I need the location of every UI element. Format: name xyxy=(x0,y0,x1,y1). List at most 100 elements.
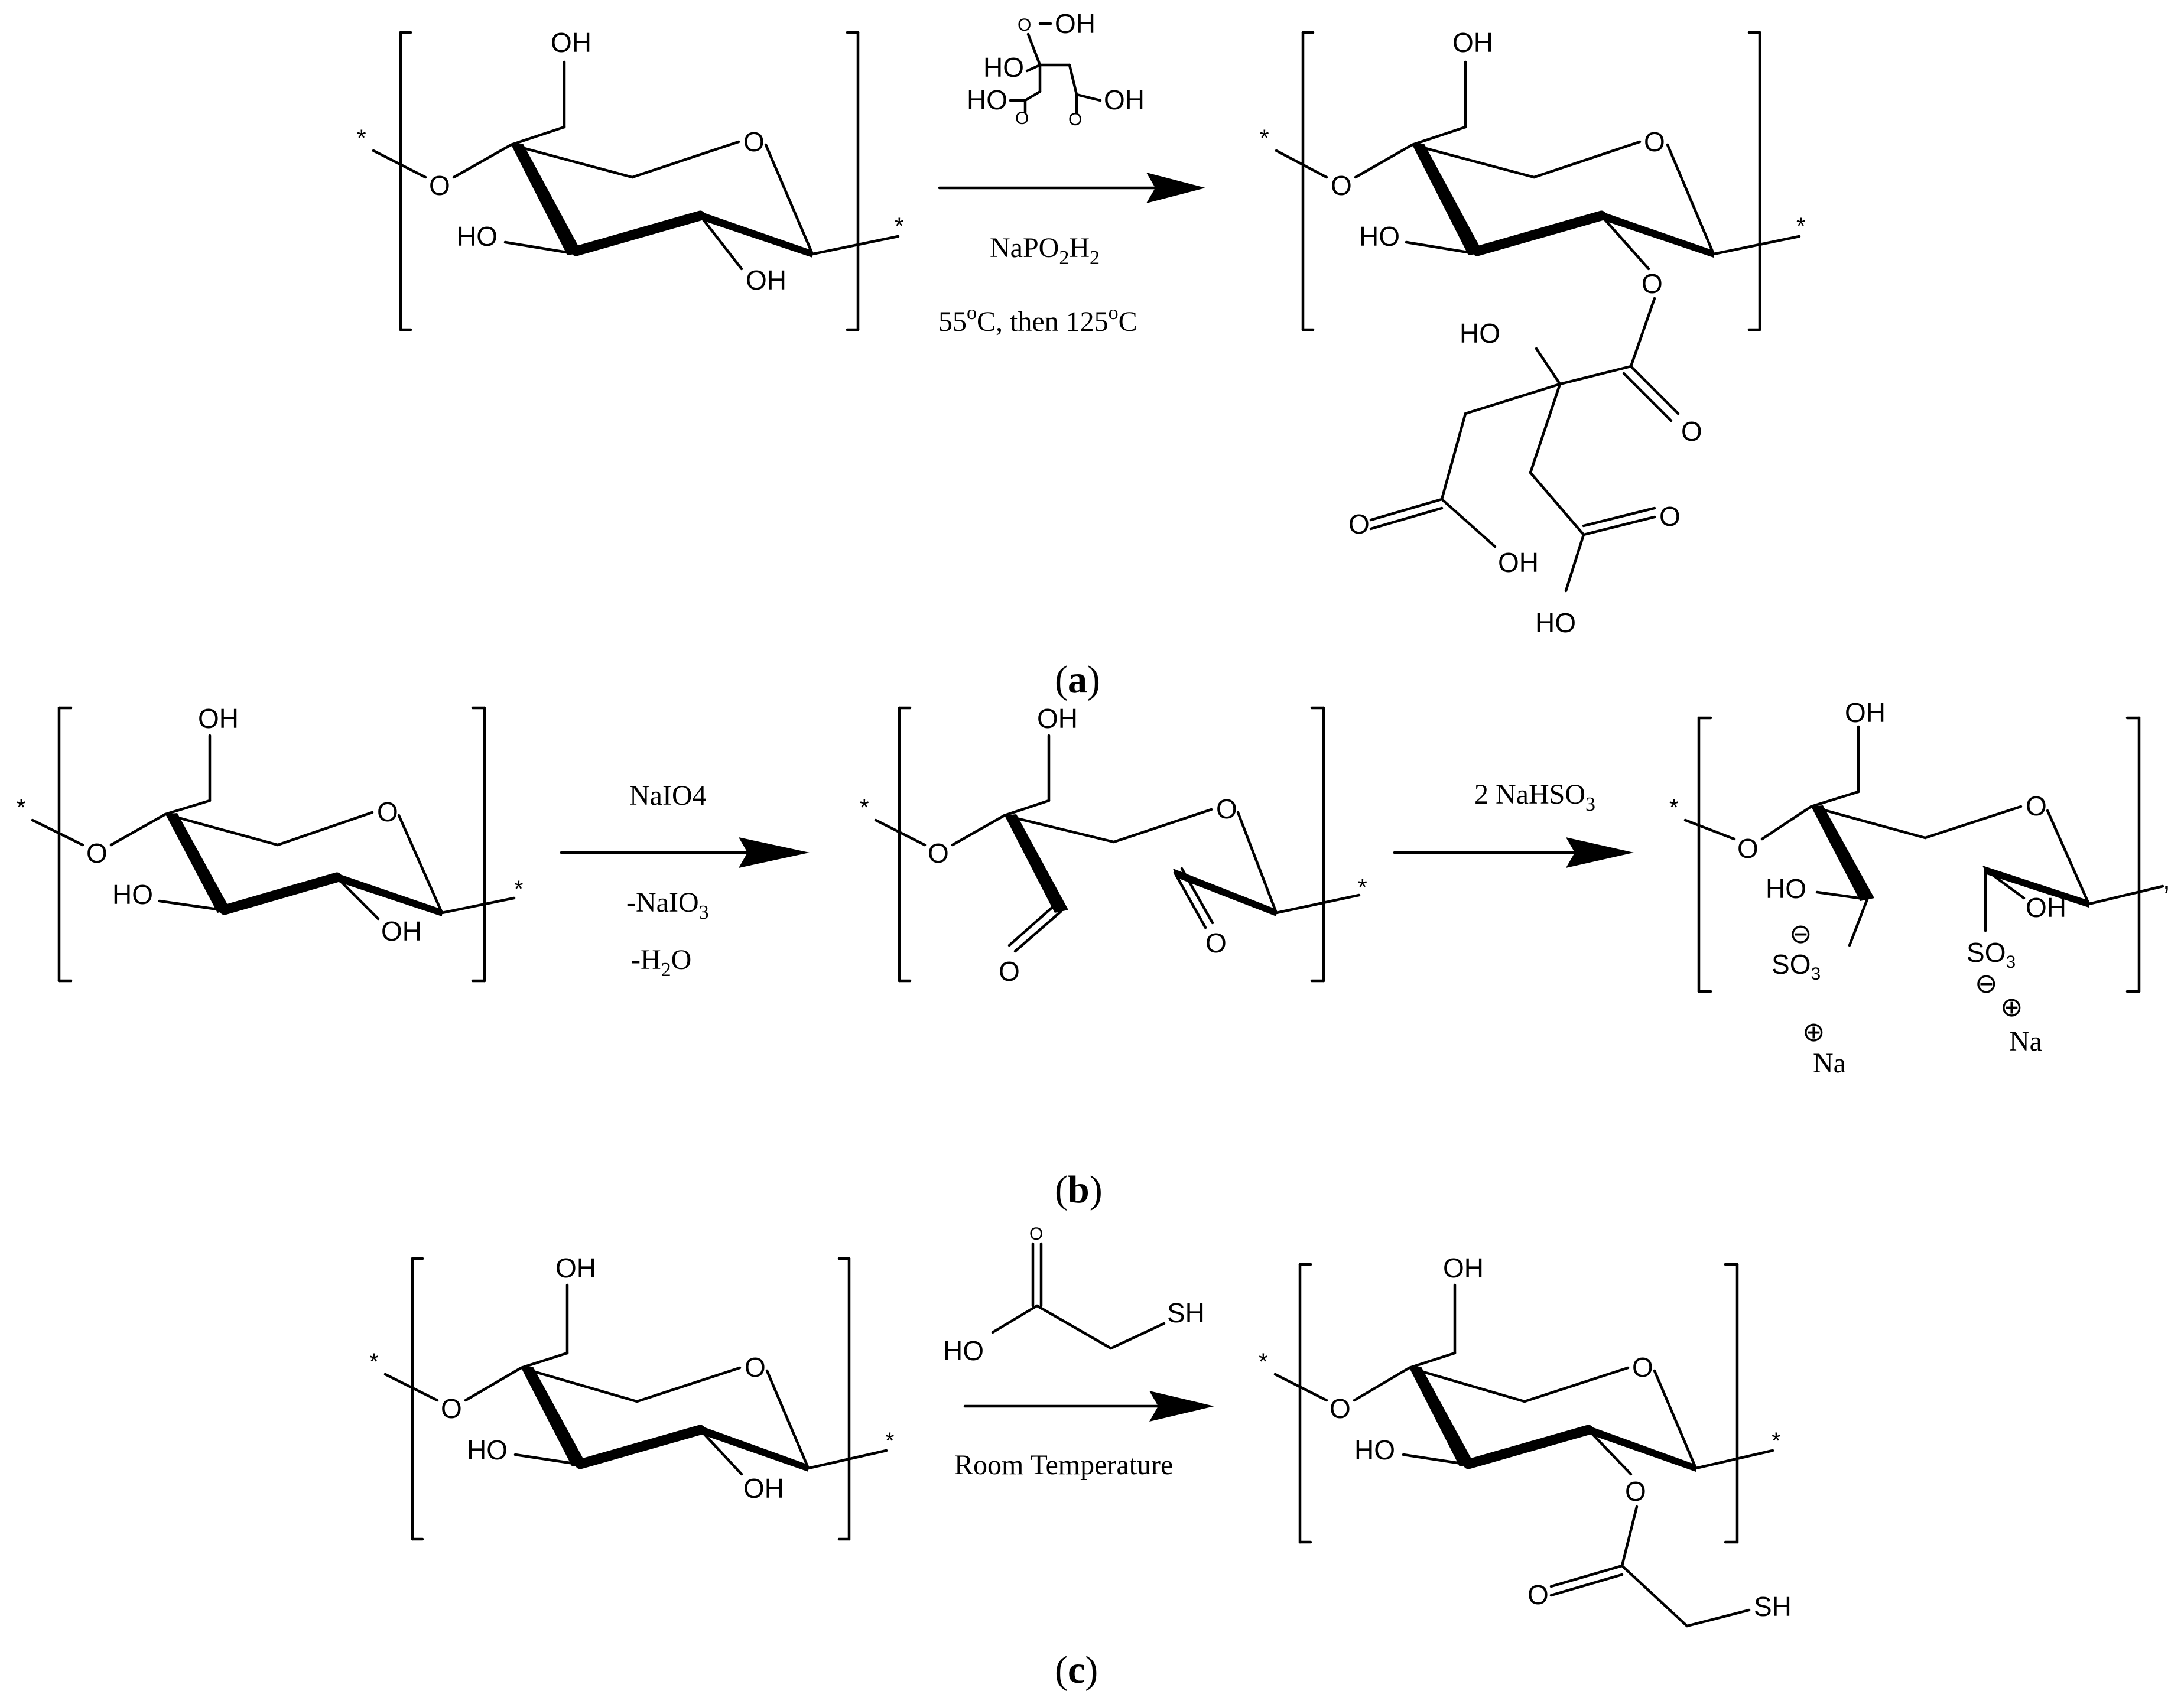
svg-text:O: O xyxy=(1681,416,1702,447)
svg-text:O: O xyxy=(1216,794,1237,824)
svg-text:O: O xyxy=(1528,1579,1549,1610)
svg-text:OH: OH xyxy=(1452,27,1493,58)
svg-text:*: * xyxy=(1796,213,1806,239)
svg-text:,: , xyxy=(2163,864,2170,895)
svg-text:O: O xyxy=(2026,791,2047,821)
svg-text:O: O xyxy=(1068,110,1082,129)
byproduct-label-b2: -H2O xyxy=(631,944,691,981)
cellulose-unit-a-reactant: * O OH O * HO OH xyxy=(357,27,904,331)
svg-text:HO: HO xyxy=(1359,221,1400,252)
glycosidic-oxygen: O xyxy=(429,170,450,201)
svg-text:O: O xyxy=(1644,126,1665,157)
svg-text:⊕: ⊕ xyxy=(2000,991,2023,1022)
reaction-c: * O OH O * HO OH O HO xyxy=(369,1224,1792,1692)
reaction-arrow-b2 xyxy=(1393,837,1634,868)
svg-text:O: O xyxy=(1642,268,1663,299)
svg-text:O: O xyxy=(1625,1476,1646,1507)
thioglycolate-cellulose-product: * O OH O * HO O O SH xyxy=(1259,1253,1792,1628)
reagent-label-b2: 2 NaHSO3 xyxy=(1474,779,1595,815)
temperature-label-a: 55oC, then 125oC xyxy=(938,302,1138,337)
dialdehyde-cellulose-intermediate: * O OH O * O O xyxy=(860,703,1367,987)
svg-text:O: O xyxy=(1029,1224,1043,1244)
condition-label-c: Room Temperature xyxy=(954,1449,1173,1481)
svg-text:HO: HO xyxy=(1460,318,1500,349)
svg-text:OH: OH xyxy=(555,1253,596,1283)
svg-text:SH: SH xyxy=(1167,1297,1205,1328)
reaction-arrow-c xyxy=(963,1391,1214,1422)
svg-text:⊕: ⊕ xyxy=(1802,1016,1825,1047)
svg-text:*: * xyxy=(860,795,869,821)
ring-oxygen: O xyxy=(743,126,765,157)
svg-text:SH: SH xyxy=(1754,1591,1792,1622)
citrate-cellulose-product: * O OH O * HO O O HO xyxy=(1260,27,1806,638)
catalyst-label-a: NaPO2H2 xyxy=(990,232,1100,269)
svg-text:OH: OH xyxy=(743,1473,784,1504)
reagent-label-b1: NaIO4 xyxy=(629,780,707,811)
svg-text:*: * xyxy=(1259,1349,1268,1375)
svg-text:*: * xyxy=(1358,874,1367,900)
thioglycolic-acid-reagent: O HO SH xyxy=(943,1224,1205,1366)
svg-text:O: O xyxy=(1205,928,1227,958)
svg-text:HO: HO xyxy=(943,1335,984,1366)
svg-text:HO: HO xyxy=(983,52,1024,83)
svg-text:O: O xyxy=(1348,509,1370,539)
cellulose-unit-b-reactant: * O OH O * HO OH xyxy=(17,703,524,983)
sulfonated-cellulose-product: * O OH O , HO SO3 ⊖ OH SO3 ⊖ ⊕ xyxy=(1669,697,2170,1079)
svg-text:HO: HO xyxy=(1535,607,1576,638)
svg-text:*: * xyxy=(885,1428,895,1454)
svg-text:OH: OH xyxy=(198,703,239,734)
svg-text:O: O xyxy=(745,1352,766,1383)
byproduct-label-b1: -NaIO3 xyxy=(626,887,709,923)
reaction-a: * O OH O * HO OH O OH HO HO xyxy=(357,8,1806,701)
svg-text:Na: Na xyxy=(2009,1026,2042,1057)
svg-text:SO3: SO3 xyxy=(1967,937,2016,972)
svg-text:OH: OH xyxy=(1845,697,1886,728)
panel-label-b: (b) xyxy=(1055,1168,1103,1211)
svg-text:OH: OH xyxy=(1104,84,1145,115)
reaction-arrow-b1 xyxy=(560,837,810,868)
svg-text:*: * xyxy=(17,795,26,821)
c6-hydroxyl: OH xyxy=(551,27,592,58)
end-star: * xyxy=(357,125,366,151)
end-star: * xyxy=(895,213,904,239)
svg-text:O: O xyxy=(1632,1352,1653,1383)
svg-text:O: O xyxy=(999,956,1020,987)
c2-hydroxyl: OH xyxy=(746,265,786,295)
panel-label-c: (c) xyxy=(1055,1648,1098,1692)
svg-text:O: O xyxy=(1331,170,1352,201)
svg-text:*: * xyxy=(1772,1428,1781,1454)
svg-text:O: O xyxy=(1015,109,1029,128)
svg-text:OH: OH xyxy=(1443,1253,1484,1283)
svg-text:⊖: ⊖ xyxy=(1789,918,1812,949)
reaction-arrow-a xyxy=(938,173,1205,203)
svg-text:HO: HO xyxy=(1766,873,1806,904)
svg-text:Na: Na xyxy=(1813,1048,1846,1079)
svg-text:*: * xyxy=(1669,795,1679,821)
panel-label-a: (a) xyxy=(1055,658,1100,701)
svg-text:OH: OH xyxy=(381,916,422,947)
svg-text:HO: HO xyxy=(967,84,1008,115)
svg-text:O: O xyxy=(928,838,949,869)
svg-text:OH: OH xyxy=(1037,703,1078,734)
svg-text:*: * xyxy=(369,1349,379,1375)
reaction-b: * O OH O * HO OH NaIO4 -NaIO3 xyxy=(17,697,2170,1211)
svg-text:⊖: ⊖ xyxy=(1975,968,1998,999)
svg-text:SO3: SO3 xyxy=(1772,949,1821,984)
svg-text:O: O xyxy=(86,838,108,869)
svg-text:OH: OH xyxy=(1055,8,1096,39)
svg-text:O: O xyxy=(1659,501,1681,532)
svg-text:*: * xyxy=(514,876,524,902)
cellulose-unit-c-reactant: * O OH O * HO OH xyxy=(369,1253,895,1541)
svg-text:O: O xyxy=(441,1393,462,1424)
svg-text:*: * xyxy=(1260,125,1269,151)
svg-text:O: O xyxy=(1330,1393,1351,1424)
svg-text:HO: HO xyxy=(1354,1435,1395,1465)
svg-text:O: O xyxy=(1018,15,1031,35)
svg-text:HO: HO xyxy=(467,1435,508,1465)
svg-text:O: O xyxy=(377,796,398,827)
svg-text:HO: HO xyxy=(112,879,153,910)
svg-text:O: O xyxy=(1737,833,1759,864)
c3-hydroxyl: HO xyxy=(457,221,498,252)
svg-text:OH: OH xyxy=(2026,892,2066,923)
